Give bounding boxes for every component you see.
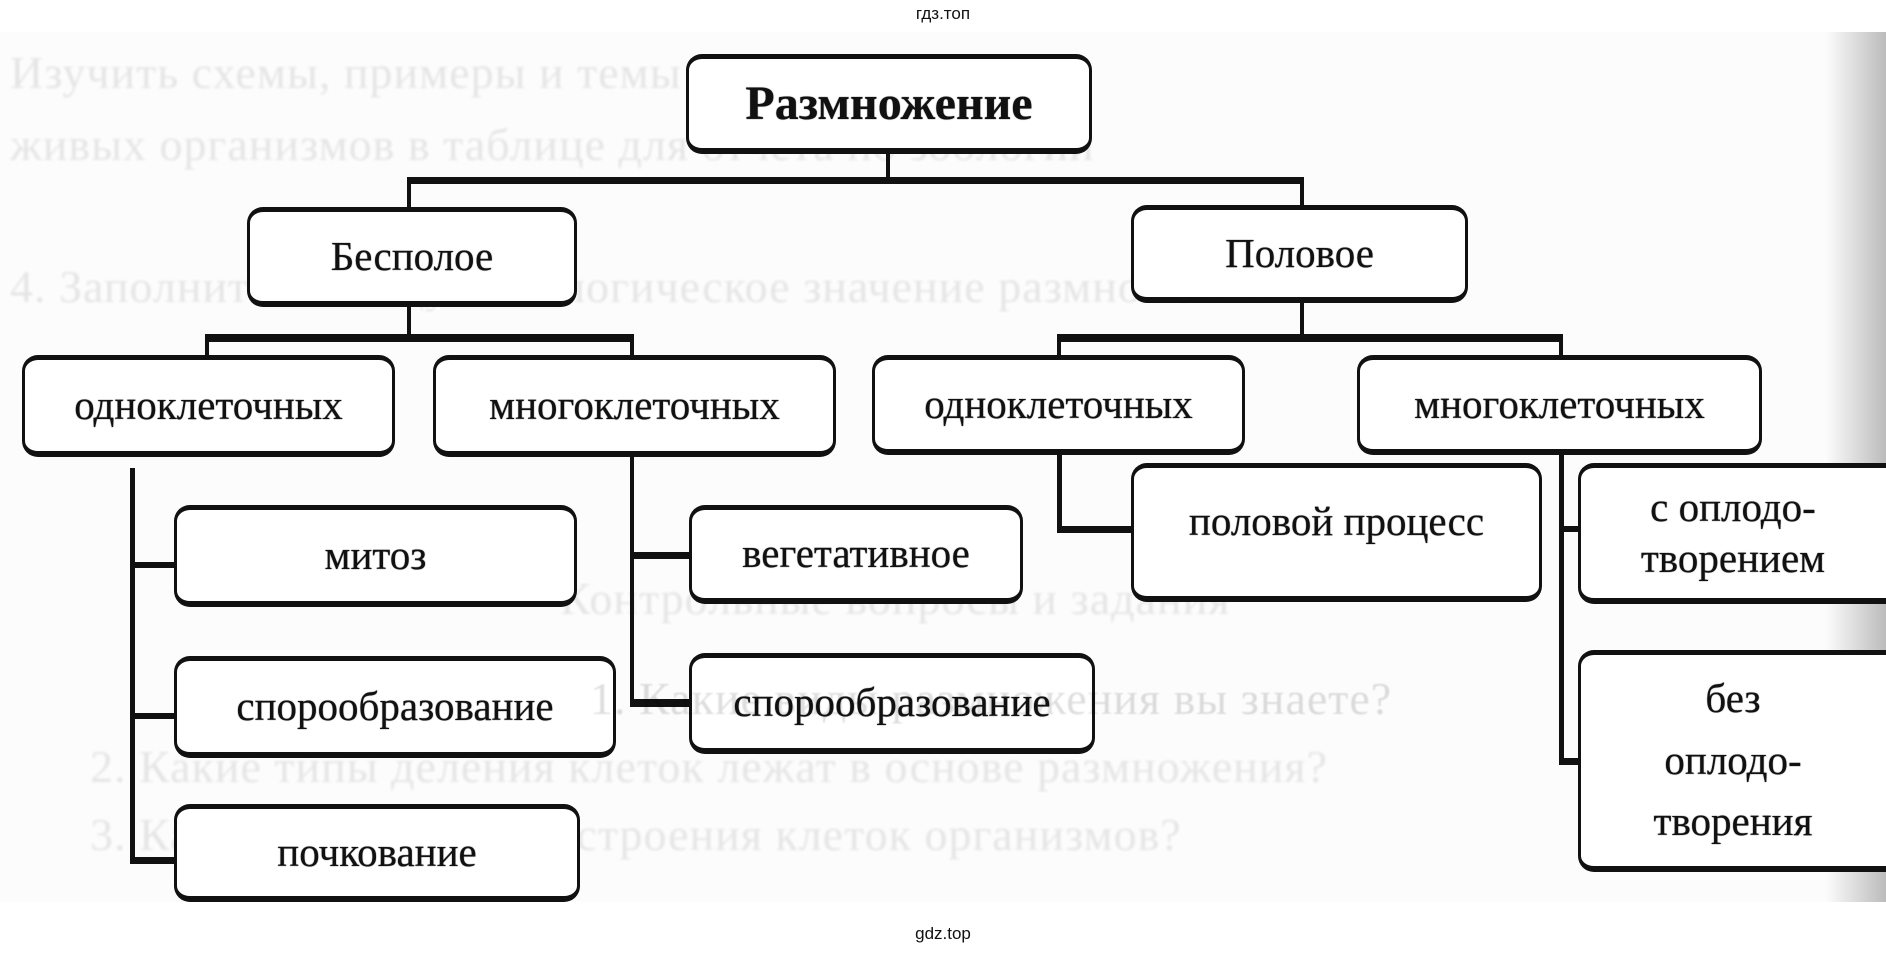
node-sporulation-unicellular: спорообразование <box>174 656 616 758</box>
connector <box>130 562 176 568</box>
connector <box>1300 300 1304 338</box>
connector <box>1300 180 1304 208</box>
connector <box>407 180 411 210</box>
connector <box>1559 337 1563 357</box>
connector <box>1559 526 1580 532</box>
connector <box>1057 526 1133 533</box>
faded-text-line: 4. Заполнить таблицу «Биологическое знач… <box>10 261 1292 312</box>
connector <box>1057 452 1062 532</box>
scanned-diagram: Изучить схемы, примеры и темы по размнож… <box>0 32 1886 902</box>
connector <box>1057 337 1061 357</box>
connector <box>130 468 135 864</box>
node-asexual: Бесполое <box>247 207 577 307</box>
node-mitosis: митоз <box>174 505 577 607</box>
connector <box>407 177 1304 184</box>
connector <box>1559 452 1564 764</box>
connector <box>407 302 411 338</box>
node-sexual-process: половой процесс <box>1131 463 1542 602</box>
connector <box>630 552 691 559</box>
connector <box>630 452 634 706</box>
watermark-bottom: gdz.top <box>915 924 971 943</box>
node-sexual: Половое <box>1131 205 1468 303</box>
node-vegetative: вегетативное <box>689 505 1023 604</box>
node-budding: почкование <box>174 804 580 902</box>
connector <box>630 337 634 357</box>
node-asexual-unicellular: одноклеточных <box>22 355 395 457</box>
connector <box>1559 758 1580 765</box>
connector <box>630 699 691 707</box>
node-sporulation-multicellular: спорообразование <box>689 653 1095 754</box>
connector <box>205 334 634 342</box>
node-sexual-multicellular: многоклеточных <box>1357 355 1762 455</box>
node-asexual-multicellular: многоклеточных <box>433 355 836 457</box>
connector <box>130 713 176 719</box>
node-sexual-unicellular: одноклеточных <box>872 355 1245 455</box>
connector <box>886 152 890 182</box>
node-with-fertilization: с оплодо- творением <box>1578 463 1886 604</box>
connector <box>1057 334 1563 342</box>
connector <box>205 337 209 357</box>
node-without-fertilization: без оплодо- творения <box>1578 650 1886 872</box>
faded-text-line: 1. Какие виды размножения вы знаете? <box>590 673 1393 724</box>
watermark-top: гдз.топ <box>915 4 971 23</box>
node-reproduction: Размножение <box>686 54 1092 154</box>
connector <box>130 857 176 864</box>
